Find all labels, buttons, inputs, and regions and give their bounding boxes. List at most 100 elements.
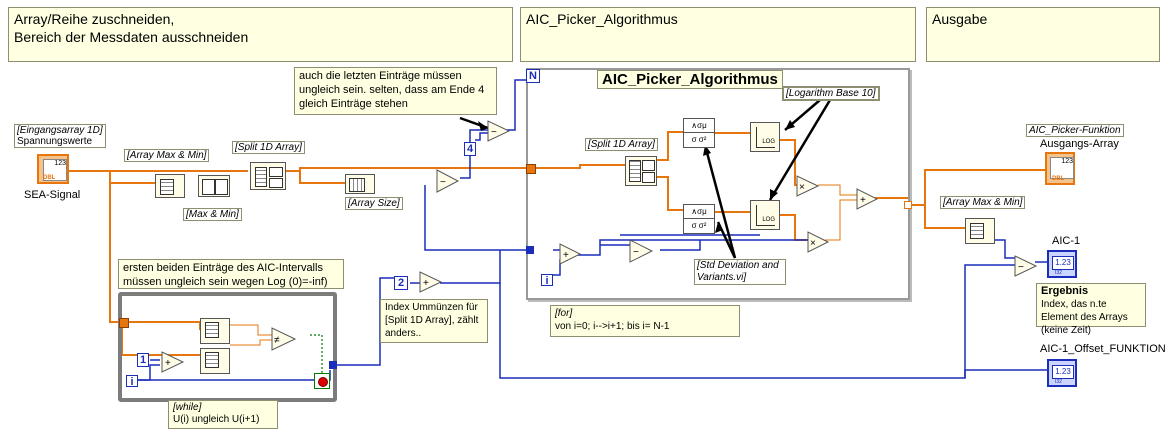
log10-node-1[interactable]: LOG	[750, 122, 780, 152]
eingangsarray-label-text: [Eingangsarray 1D]	[17, 125, 103, 136]
aic1-offset-indicator[interactable]: 1.23 I32	[1047, 359, 1077, 387]
array-header-line2: Bereich der Messdaten ausschneiden	[14, 29, 249, 45]
array-section-header: Array/Reihe zuschneiden, Bereich der Mes…	[8, 7, 513, 62]
constant-four[interactable]: 4	[464, 142, 476, 156]
multiply-node-1	[796, 175, 820, 197]
array-max-min-out-node[interactable]	[965, 218, 995, 244]
first-two-entries-note: ersten beiden Einträge des AIC-Intervall…	[118, 259, 344, 289]
add-node-index	[419, 271, 443, 293]
std-deviation-node-2[interactable]: ∧σμ σ σ²	[683, 204, 715, 234]
while-loop-frame[interactable]	[118, 292, 337, 402]
ergebnis-note: Ergebnis Index, das n.te Element des Arr…	[1036, 283, 1146, 336]
array-size-node[interactable]	[345, 174, 375, 194]
while-index-array-1[interactable]	[200, 318, 230, 344]
index-note: Index Ummünzen für [Split 1D Array], zäh…	[380, 299, 488, 343]
for-loop-frame[interactable]	[526, 68, 910, 300]
svg-text:−: −	[440, 177, 446, 188]
for-iteration-terminal: i	[541, 274, 553, 287]
constant-two[interactable]: 2	[394, 276, 408, 290]
wire-to-array-size	[299, 171, 345, 184]
log10-node-2[interactable]: LOG	[750, 200, 780, 230]
max-min-label: [Max & Min]	[183, 208, 242, 221]
wire-to-aic1	[964, 264, 1015, 378]
aic-section-header: AIC_Picker_Algorithmus	[520, 7, 916, 62]
aic1-label: AIC-1	[1052, 235, 1081, 247]
wire-split-to-std1	[655, 131, 684, 161]
svg-text:+: +	[423, 278, 429, 289]
split-1d-inner-label: [Split 1D Array]	[585, 138, 658, 151]
svg-text:×: ×	[799, 182, 805, 193]
input-array-control[interactable]: 123 DBL	[37, 154, 69, 184]
max-min-node[interactable]	[198, 175, 230, 197]
while-detail: U(i) ungleich U(i+1)	[173, 414, 260, 425]
for-tunnel-array-in	[526, 164, 536, 174]
while-tunnel-out	[329, 361, 337, 369]
log-base-label: [Logarithm Base 10]	[782, 86, 880, 101]
wire-to-output-maxmin	[924, 205, 965, 229]
eingangsarray-label: [Eingangsarray 1D] Spannungswerte	[14, 124, 106, 148]
wire-4	[475, 132, 490, 141]
output-header-text: Ausgabe	[932, 11, 988, 27]
aic-func-title-label: AIC_Picker-Funktion	[1026, 124, 1124, 137]
output-array-indicator[interactable]: 123 DBL	[1045, 152, 1075, 185]
wire-for-inner4	[660, 240, 701, 251]
wire-maxmin-aic	[995, 239, 1015, 259]
svg-text:+: +	[860, 195, 866, 206]
for-count-terminal[interactable]: N	[526, 69, 540, 83]
subtract-node-2	[487, 120, 511, 142]
wire-input-main	[67, 170, 156, 184]
svg-text:−: −	[633, 247, 639, 258]
split-1d-node[interactable]	[250, 162, 286, 190]
split-1d-inner-node[interactable]	[625, 156, 657, 186]
aic1-value: 1.23	[1052, 256, 1074, 270]
aic1-offset-label: AIC-1_Offset_FUNKTION	[1040, 343, 1165, 355]
constant-one[interactable]: 1	[137, 353, 149, 367]
thin-orange-wires	[230, 184, 857, 346]
for-tunnel-index-in	[526, 246, 534, 254]
for-label: [for]	[555, 308, 573, 319]
while-index-array-2[interactable]	[200, 348, 230, 374]
split-1d-label: [Split 1D Array]	[232, 141, 305, 154]
subtract-node-out	[1014, 255, 1038, 277]
svg-text:−: −	[491, 127, 497, 138]
ergebnis-title: Ergebnis	[1041, 285, 1089, 297]
svg-text:×: ×	[810, 238, 816, 249]
array-header-line1: Array/Reihe zuschneiden,	[14, 11, 175, 27]
array-size-label: [Array Size]	[345, 197, 403, 210]
not-equal-node	[271, 327, 297, 351]
aic1-indicator[interactable]: 1.23 I32	[1047, 250, 1077, 278]
aic1-offset-value: 1.23	[1052, 365, 1074, 379]
std-deviation-node-1[interactable]: ∧σμ σ σ²	[683, 118, 715, 148]
aic-header-text: AIC_Picker_Algorithmus	[526, 11, 678, 27]
multiply-node-2	[807, 231, 830, 253]
sea-signal-label: SEA-Signal	[24, 189, 81, 201]
ergebnis-text: Index, das n.te Element des Arrays (kein…	[1041, 299, 1128, 336]
wire-while-i2	[135, 370, 331, 381]
for-loop-note: [for] von i=0; i-->i+1; bis i= N-1	[550, 305, 740, 337]
add-node-sum	[856, 188, 879, 210]
spannungswerte-label: Spannungswerte	[17, 136, 93, 147]
bool-wire	[310, 334, 323, 375]
while-label: [while]	[173, 402, 202, 413]
stop-condition-terminal[interactable]	[314, 373, 330, 389]
output-section-header: Ausgabe	[926, 7, 1160, 62]
add-node-while	[161, 351, 185, 373]
output-dbl-tag: DBL	[1052, 176, 1065, 182]
wire-n-up	[506, 79, 530, 131]
wire-for-to-split	[530, 164, 625, 169]
array-max-min-out-label: [Array Max & Min]	[940, 196, 1026, 209]
ausgangs-array-label: Ausgangs-Array	[1040, 138, 1119, 150]
wire-to-output-array	[910, 169, 1045, 206]
aic1-offset-i32-tag: I32	[1055, 379, 1062, 385]
dbl-tag: DBL	[43, 175, 56, 181]
wire-split-to-for	[286, 167, 530, 172]
svg-text:≠: ≠	[274, 335, 280, 346]
array-max-min-node[interactable]	[155, 174, 185, 198]
wire-split-to-std2	[655, 176, 684, 211]
array-max-min-label: [Array Max & Min]	[124, 149, 210, 162]
subtract-node-1	[436, 169, 460, 193]
svg-text:+: +	[165, 358, 171, 369]
aic-for-title: AIC_Picker_Algorithmus	[597, 70, 783, 89]
